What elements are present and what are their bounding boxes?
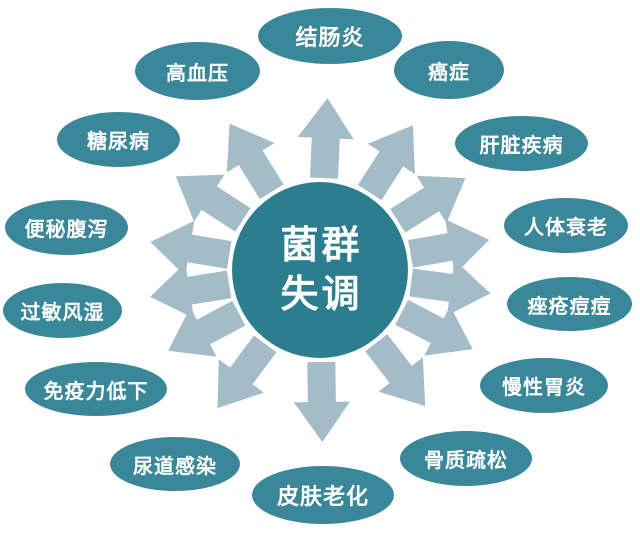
center-node-gut-flora-imbalance: 菌群 失调 <box>232 182 408 358</box>
node-liver-disease: 肝脏疾病 <box>455 116 588 171</box>
node-low-immunity: 免疫力低下 <box>25 362 167 416</box>
arrow-icon <box>150 220 232 277</box>
arrow-icon <box>150 262 232 319</box>
node-label: 痤疮痘痘 <box>527 293 612 318</box>
arrow-icon <box>409 260 491 316</box>
node-label: 癌症 <box>428 59 470 84</box>
arrow-icon <box>217 335 277 409</box>
node-label: 过敏风湿 <box>20 300 105 324</box>
node-label: 人体衰老 <box>524 215 608 239</box>
node-label: 高血压 <box>166 60 229 85</box>
node-label: 尿道感染 <box>133 453 217 478</box>
node-label: 免疫力低下 <box>43 378 149 403</box>
node-colitis: 结肠炎 <box>258 8 402 64</box>
arrow-icon <box>293 361 350 442</box>
arrow-icon <box>357 125 415 201</box>
arrow-icon <box>390 175 466 233</box>
node-diabetes: 糖尿病 <box>57 112 180 167</box>
arrow-icon <box>226 123 284 200</box>
node-chronic-gastritis: 慢性胃炎 <box>480 358 608 413</box>
node-allergy-rheumatism: 过敏风湿 <box>3 283 122 338</box>
node-osteoporosis: 骨质疏松 <box>400 431 532 486</box>
node-label: 骨质疏松 <box>424 448 508 472</box>
node-label: 皮肤老化 <box>276 485 369 510</box>
node-urinary-infection: 尿道感染 <box>110 437 240 491</box>
center-label-line2: 失调 <box>280 272 363 316</box>
arrow-icon <box>175 174 251 232</box>
node-label: 肝脏疾病 <box>479 133 564 157</box>
arrow-icon <box>395 299 473 356</box>
center-label-line1: 菌群 <box>280 222 363 267</box>
node-label: 糖尿病 <box>87 129 150 153</box>
node-acne: 痤疮痘痘 <box>507 277 632 331</box>
node-hypertension: 高血压 <box>135 42 260 100</box>
node-skin-aging: 皮肤老化 <box>252 466 394 524</box>
node-label: 慢性胃炎 <box>502 375 586 399</box>
node-constipation-diarrhea: 便秘腹泻 <box>5 200 128 255</box>
node-label: 便秘腹泻 <box>24 217 109 241</box>
arrow-icon <box>297 98 354 179</box>
node-cancer: 癌症 <box>394 41 504 99</box>
node-label: 结肠炎 <box>295 26 365 51</box>
arrow-icon <box>365 334 426 407</box>
node-human-aging: 人体衰老 <box>504 198 628 253</box>
arrow-icon <box>408 219 490 275</box>
